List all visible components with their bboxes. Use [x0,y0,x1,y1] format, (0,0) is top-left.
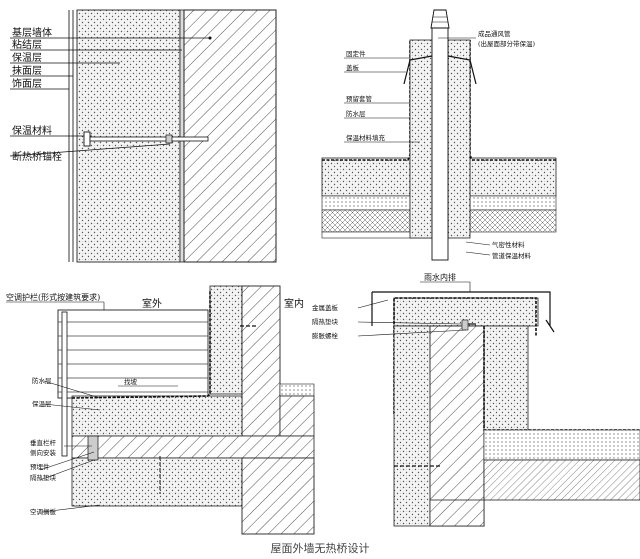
label-outdoor: 室外 [142,297,162,310]
label-vent-pipe: 成品通风管 [478,29,511,38]
slab-right [469,209,557,233]
label-c-insulation: 保温层 [32,399,52,408]
parapet-wall [429,325,485,527]
lower-wall [241,457,315,535]
sleeve-insulation-right [447,39,471,239]
label-ac-railing: 空调护栏(形式按建筑要求) [6,292,100,302]
label-pipe-insulation: 管道保温材料 [492,251,532,260]
panel-vent-pipe: 固定件 盖板 预留套管 防水层 保温材料填充 成品通风管 (出屋面部分带保温) … [321,9,557,261]
floor-slab [279,395,315,437]
label-waterproof: 防水层 [346,109,366,118]
roof-insulation-left [321,157,411,197]
metal-coping [371,291,555,333]
figure-caption: 屋面外墙无热桥设计 [270,542,370,555]
label-finish-layer: 饰面层 [12,77,42,90]
lower-wall [429,499,485,527]
label-d-thermal-pad: 隔热垫块 [312,317,339,326]
thermal-break-anchor [83,131,209,147]
label-indoor: 室内 [284,297,304,310]
base-wall [183,9,277,263]
label-adhesive: 粘结层 [12,38,42,51]
leader-lines [357,281,471,337]
label-thermal-pad: 隔热垫块 [30,473,57,482]
label-expansion-bolt: 膨胀螺栓 [312,331,339,340]
embedded-part [87,435,99,461]
insulation-layer [76,9,181,263]
label-thermal-anchor: 断热桥锚栓 [12,150,62,163]
platform-insulation [71,395,243,437]
panel-parapet: 雨水内排 金属盖板 隔热垫块 膨胀螺栓 [312,272,640,527]
label-insulation-layer: 保温层 [12,51,42,64]
label-base-wall: 基层墙体 [12,26,52,39]
cover-plate-right [447,55,477,85]
label-side-install: 侧向安装 [30,448,57,457]
upper-wall [241,285,281,437]
label-metal-coping: 金属盖板 [312,303,339,312]
screed-right [469,195,557,211]
leader-lines [6,301,178,513]
label-cover-plate: 盖板 [346,63,360,72]
roof-slab [483,459,640,501]
label-sleeve: 预留套管 [346,94,373,103]
thermal-pad [461,319,469,331]
slab-left [321,209,411,233]
vent-pipe [431,27,449,261]
panel-ac-platform: 空调护栏(形式按建筑要求) 室外 室内 找坡 防水层 保温层 垂直栏杆 侧向安装… [6,285,315,535]
roof-screed [483,429,640,461]
panel-wall-layers: 基层墙体 粘结层 保温层 抹面层 饰面层 保温材料 断热桥锚栓 [9,9,277,263]
ac-slab [71,435,315,459]
label-vent-pipe-note: (出屋面部分带保温) [478,39,536,48]
roof-insulation-right [469,157,557,197]
label-insulation-material: 保温材料 [12,124,52,137]
upper-wall-insulation [209,285,243,395]
waterproof-line [71,290,211,399]
label-internal-drain: 雨水内排 [424,272,456,282]
leader-lines [9,36,212,157]
screed-left [321,195,411,211]
label-fixing: 固定件 [346,49,366,58]
label-vertical-post: 垂直栏杆 [30,438,57,447]
leader-lines [344,37,491,256]
label-airtight: 气密性材料 [492,240,525,249]
vertical-post [61,311,68,457]
waterproof-line-right [469,40,556,161]
ac-railing [57,309,209,399]
label-embedded: 预埋件 [30,462,50,471]
parapet-inner-insulation [483,325,529,437]
label-ac-shelf: 空调搁板 [30,507,57,516]
label-render-layer: 抹面层 [12,64,42,77]
slab-underside-insulation [71,457,243,507]
parapet-waterproof [393,297,537,414]
label-insulation-fill: 保温材料填充 [346,133,386,142]
railing-slats [58,321,208,393]
sleeve-insulation-left [409,39,433,239]
label-c-waterproof: 防水层 [32,376,52,385]
cover-plate-left [403,55,433,85]
pipe-cap [430,9,450,29]
indoor-screed [279,383,315,397]
adhesive-layer [179,9,185,263]
label-slope: 找坡 [124,377,138,386]
